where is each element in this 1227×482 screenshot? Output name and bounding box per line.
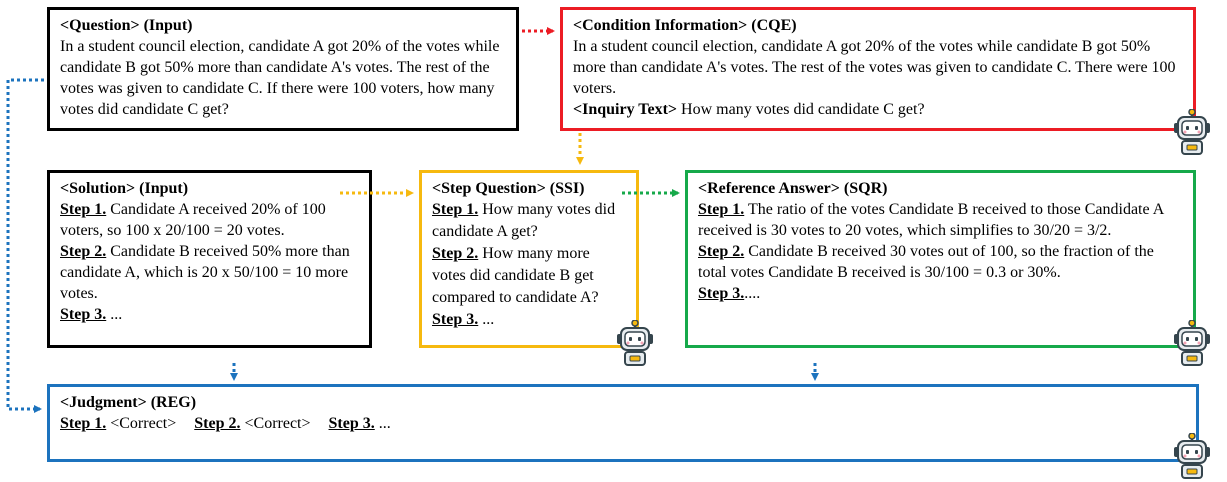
step-text: Candidate B received 30 votes out of 100… (698, 243, 1154, 281)
step-text: ... (374, 415, 391, 432)
inquiry-label: <Inquiry Text> (573, 101, 678, 118)
ssi-title: <Step Question> (SSI) (432, 180, 585, 197)
reference-answer-box: <Reference Answer> (SQR) Step 1. The rat… (685, 170, 1196, 348)
step-label: Step 3. (328, 415, 375, 432)
reg-steps: Step 1. <Correct>Step 2. <Correct>Step 3… (60, 413, 1186, 434)
step-text: How many votes did candidate A get? (432, 201, 616, 240)
robot-icon (1174, 433, 1210, 479)
step-text: How many more votes did candidate B get … (432, 245, 599, 306)
step-label: Step 2. (194, 415, 241, 432)
step-label: Step 2. (432, 245, 479, 262)
step-label: Step 2. (698, 243, 745, 260)
question-box: <Question> (Input) In a student council … (47, 7, 519, 131)
step-text: ... (478, 311, 495, 328)
cqe-inquiry: <Inquiry Text> How many votes did candid… (573, 99, 1183, 120)
cqe-title: <Condition Information> (CQE) (573, 17, 797, 34)
step-label: Step 3. (698, 285, 745, 302)
step-text: <Correct> (240, 415, 311, 432)
robot-icon (1174, 320, 1210, 366)
step-label: Step 1. (60, 415, 107, 432)
ssi-step-2: Step 2. How many more votes did candidat… (432, 243, 626, 309)
solution-step-2: Step 2. Candidate B received 50% more th… (60, 241, 359, 304)
judgment-box: <Judgment> (REG) Step 1. <Correct>Step 2… (47, 384, 1199, 462)
ssi-step-1: Step 1. How many votes did candidate A g… (432, 199, 626, 243)
step-text: Candidate B received 50% more than candi… (60, 243, 350, 302)
arrow-question-to-reg (6, 78, 44, 413)
question-title: <Question> (Input) (60, 17, 193, 34)
robot-icon (1174, 109, 1210, 155)
step-label: Step 2. (60, 243, 107, 260)
ssi-step-3: Step 3. ... (432, 309, 626, 331)
step-label: Step 3. (432, 311, 479, 328)
robot-icon (617, 320, 653, 366)
solution-step-3: Step 3. ... (60, 304, 359, 325)
step-text: ... (106, 306, 123, 323)
step-label: Step 1. (60, 201, 107, 218)
step-label: Step 3. (60, 306, 107, 323)
step-question-box: <Step Question> (SSI) Step 1. How many v… (419, 170, 639, 348)
step-text: <Correct> (106, 415, 177, 432)
sqr-step-2: Step 2. Candidate B received 30 votes ou… (698, 241, 1183, 283)
cqe-condition-text: In a student council election, candidate… (573, 38, 1176, 97)
step-label: Step 1. (698, 201, 745, 218)
sqr-step-1: Step 1. The ratio of the votes Candidate… (698, 199, 1183, 241)
sqr-title: <Reference Answer> (SQR) (698, 180, 888, 197)
sqr-step-3: Step 3..... (698, 283, 1183, 304)
condition-information-box: <Condition Information> (CQE) In a stude… (560, 7, 1196, 131)
step-text: Candidate A received 20% of 100 voters, … (60, 201, 326, 239)
solution-box: <Solution> (Input) Step 1. Candidate A r… (47, 170, 372, 348)
inquiry-text: How many votes did candidate C get? (677, 101, 925, 118)
step-text: .... (744, 285, 761, 302)
solution-step-1: Step 1. Candidate A received 20% of 100 … (60, 199, 359, 241)
solution-title: <Solution> (Input) (60, 180, 189, 197)
step-label: Step 1. (432, 201, 479, 218)
reg-title: <Judgment> (REG) (60, 394, 197, 411)
question-text: In a student council election, candidate… (60, 38, 500, 118)
step-text: The ratio of the votes Candidate B recei… (698, 201, 1164, 239)
